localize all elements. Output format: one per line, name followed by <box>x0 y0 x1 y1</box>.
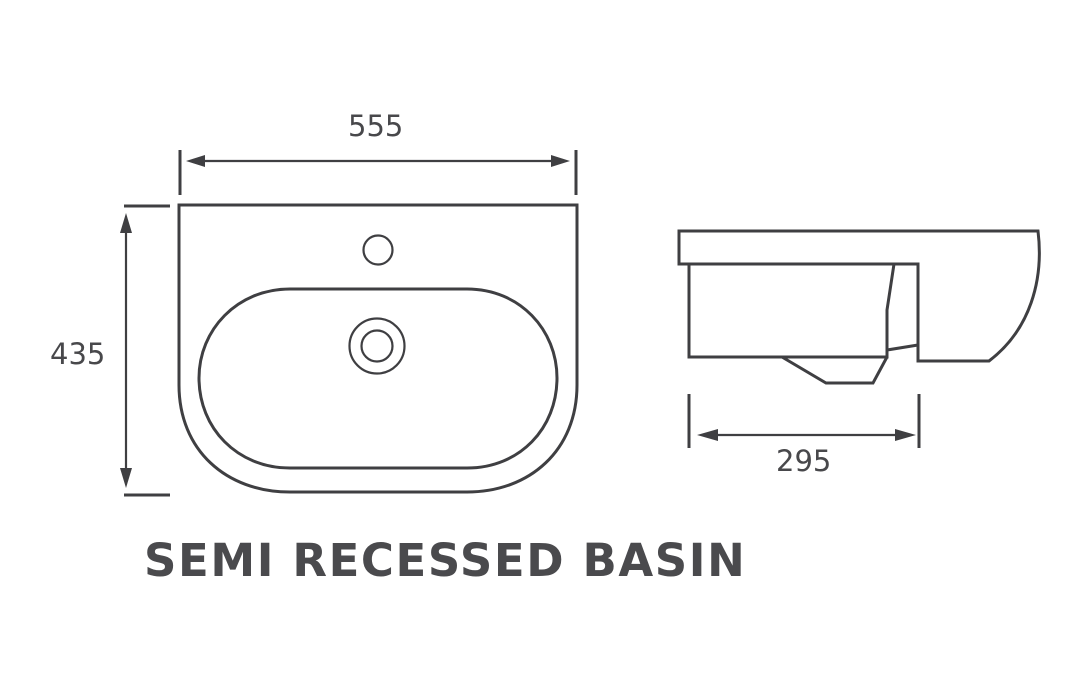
height-label: 435 <box>50 337 106 371</box>
side-recessed-body <box>687 263 896 359</box>
width-label: 555 <box>348 109 404 143</box>
tap-hole <box>362 234 394 266</box>
arrow-left-icon <box>697 429 718 441</box>
waste-outer-ring <box>348 317 406 375</box>
side-view <box>677 229 1041 385</box>
front-view <box>177 203 579 494</box>
basin-bowl <box>197 287 559 470</box>
arrow-down-icon <box>120 468 132 488</box>
arrow-up-icon <box>120 213 132 233</box>
side-top-slab <box>677 229 1041 363</box>
side-waste-trap <box>781 355 889 385</box>
depth-label: 295 <box>776 444 832 478</box>
arrow-right-icon <box>895 429 916 441</box>
depth-dimension <box>687 394 921 448</box>
arrow-left-icon <box>186 155 205 167</box>
drawing-title: SEMI RECESSED BASIN <box>144 534 747 587</box>
width-dimension <box>178 150 578 195</box>
arrow-right-icon <box>551 155 570 167</box>
height-dimension <box>120 204 170 497</box>
side-inner-connector <box>886 343 919 352</box>
basin-outer-rim <box>177 203 579 494</box>
waste-inner-ring <box>360 329 394 363</box>
